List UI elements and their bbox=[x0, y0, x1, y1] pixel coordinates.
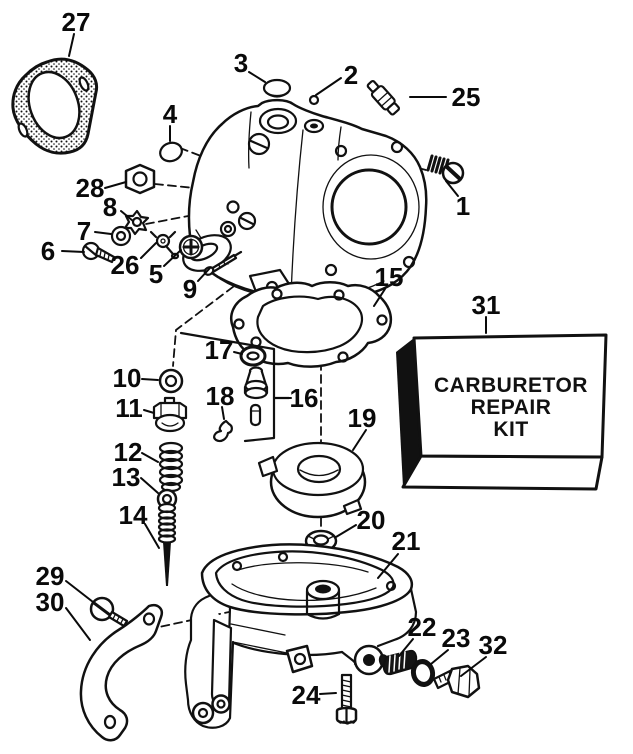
part-7-washer bbox=[110, 225, 132, 247]
callout-27-leader bbox=[68, 33, 75, 57]
callout-22: 22 bbox=[408, 612, 437, 642]
callout-15: 15 bbox=[375, 262, 404, 292]
kit-box-bottom-face bbox=[401, 454, 604, 491]
callout-16: 16 bbox=[290, 383, 319, 413]
part-6-screw bbox=[81, 241, 116, 264]
callout-18-leader bbox=[221, 406, 225, 420]
callout-29: 29 bbox=[36, 561, 65, 591]
callout-3: 3 bbox=[234, 48, 248, 78]
part-29-screw bbox=[89, 596, 129, 628]
callout-19: 19 bbox=[348, 403, 377, 433]
part-11-packing-nut bbox=[152, 396, 188, 433]
repair-kit-box: CARBURETOR REPAIR KIT bbox=[396, 333, 608, 491]
callout-11-leader bbox=[143, 409, 155, 414]
callout-24-leader bbox=[319, 692, 337, 695]
callout-3-leader bbox=[248, 71, 266, 83]
callout-4: 4 bbox=[163, 99, 178, 129]
part-27-mount-gasket bbox=[11, 57, 99, 155]
callout-23: 23 bbox=[442, 623, 471, 653]
part-19-float bbox=[257, 441, 367, 519]
callout-14: 14 bbox=[119, 500, 148, 530]
callout-5-leader bbox=[163, 249, 182, 267]
part-1-needle-spring bbox=[426, 154, 465, 185]
part-2-plug bbox=[308, 94, 320, 106]
callout-32-leader bbox=[460, 656, 487, 677]
part-21-float-bowl bbox=[184, 543, 418, 729]
part-4-check-ball bbox=[159, 141, 183, 163]
carburetor-body bbox=[182, 98, 428, 302]
callout-27: 27 bbox=[62, 7, 91, 37]
callout-14-leader bbox=[144, 523, 160, 549]
callout-6-leader bbox=[61, 250, 85, 253]
part-17-seal-washer bbox=[239, 345, 267, 367]
callout-7-leader bbox=[94, 231, 112, 235]
part-needle-seat bbox=[243, 366, 269, 400]
callout-8-leader bbox=[120, 210, 134, 222]
part-23-o-ring bbox=[410, 659, 436, 687]
callout-1: 1 bbox=[456, 191, 470, 221]
callout-13-leader bbox=[140, 477, 159, 494]
callout-24: 24 bbox=[292, 680, 321, 710]
callout-23-leader bbox=[430, 649, 449, 665]
part-22-plug-screw bbox=[378, 649, 418, 676]
callout-9: 9 bbox=[183, 274, 197, 304]
part-32-hex-bolt bbox=[432, 664, 481, 699]
kit-box-line-1: CARBURETOR bbox=[434, 374, 588, 397]
callout-26: 26 bbox=[111, 250, 140, 280]
part-14-needle bbox=[157, 502, 177, 586]
callout-17: 17 bbox=[205, 335, 234, 365]
kit-box-line-2: REPAIR bbox=[471, 396, 552, 419]
callout-20: 20 bbox=[357, 505, 386, 535]
callout-31: 31 bbox=[472, 290, 501, 320]
part-25-fitting bbox=[366, 79, 401, 116]
kit-box-front-face bbox=[412, 333, 608, 459]
callout-6: 6 bbox=[41, 236, 55, 266]
callout-10: 10 bbox=[113, 363, 142, 393]
kit-box-line-3: KIT bbox=[493, 418, 528, 441]
callout-22-leader bbox=[398, 638, 414, 657]
callout-26-leader bbox=[140, 242, 157, 259]
part-18-wire-clip bbox=[213, 419, 233, 443]
callout-30: 30 bbox=[36, 587, 65, 617]
part-24-bolt bbox=[335, 673, 358, 725]
part-16-group-bracket bbox=[179, 331, 291, 443]
callout-5: 5 bbox=[149, 259, 163, 289]
callout-2: 2 bbox=[344, 60, 358, 90]
part-26-valve bbox=[149, 230, 180, 260]
callout-12: 12 bbox=[114, 437, 143, 467]
callout-28: 28 bbox=[76, 173, 105, 203]
part-30-clamp-strap bbox=[79, 604, 163, 742]
callout-17-leader bbox=[233, 351, 243, 355]
callout-9-leader bbox=[197, 267, 211, 282]
callout-21: 21 bbox=[392, 526, 421, 556]
part-12-spring bbox=[158, 441, 184, 493]
callout-21-leader bbox=[377, 553, 399, 579]
callout-2-leader bbox=[315, 77, 342, 96]
callout-13: 13 bbox=[112, 462, 141, 492]
part-10-washer bbox=[158, 368, 184, 394]
callout-19-leader bbox=[352, 429, 367, 451]
part-seat-pin bbox=[249, 403, 262, 427]
callout-15-leader bbox=[373, 288, 386, 307]
part-28-nut bbox=[124, 163, 156, 195]
part-5-screw-head bbox=[178, 234, 204, 260]
callout-20-leader bbox=[335, 524, 357, 538]
callout-29-leader bbox=[65, 580, 94, 603]
callout-11: 11 bbox=[115, 393, 143, 423]
callout-1-leader bbox=[445, 180, 459, 197]
callout-25: 25 bbox=[452, 82, 481, 112]
callout-30-leader bbox=[65, 607, 91, 641]
callout-18: 18 bbox=[206, 381, 235, 411]
callout-8: 8 bbox=[103, 192, 117, 222]
callout-10-leader bbox=[141, 378, 159, 381]
callout-7: 7 bbox=[77, 216, 91, 246]
callout-32: 32 bbox=[479, 630, 508, 660]
part-3-cap bbox=[262, 78, 292, 98]
part-15-gasket bbox=[230, 281, 393, 368]
callout-12-leader bbox=[141, 452, 159, 463]
callout-28-leader bbox=[104, 181, 127, 189]
